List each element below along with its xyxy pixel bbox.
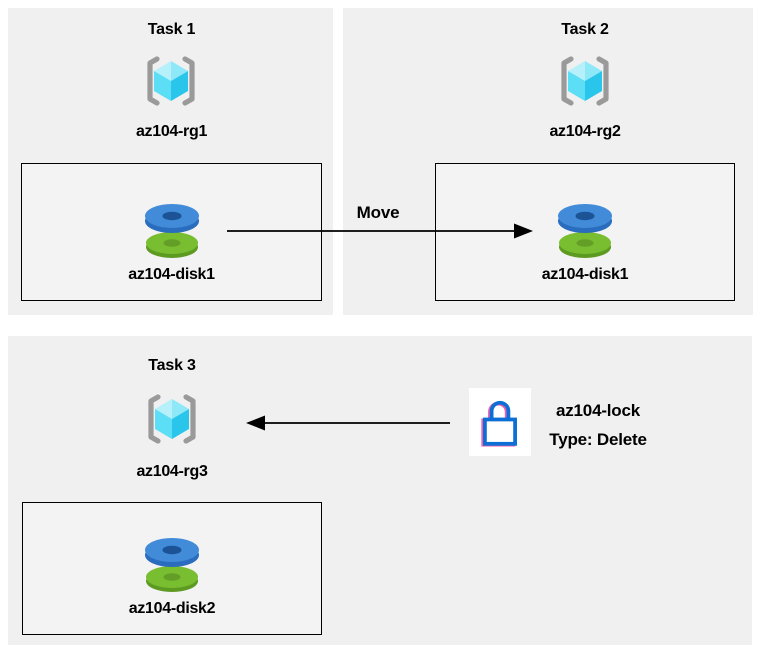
lock-name: az104-lock (556, 401, 640, 420)
lock-icon (481, 400, 517, 447)
lock-tile (469, 388, 531, 456)
resource-group-name: az104-rg1 (135, 123, 208, 140)
disk-name: az104-disk1 (128, 266, 215, 283)
task3-disk-box: az104-disk2 (22, 502, 322, 635)
resource-group-icon (148, 394, 196, 444)
disk-icon (144, 204, 199, 258)
resource-group-icon (147, 56, 195, 106)
disk-name: az104-disk1 (541, 266, 629, 283)
task1-title: Task 1 (147, 21, 196, 38)
lock-type: Type: Delete (549, 430, 647, 449)
task2-title: Task 2 (561, 21, 609, 38)
move-arrow-label: Move (356, 203, 400, 222)
disk-icon (145, 538, 199, 592)
task2-panel: Task 2 az104-rg2 az104-disk1 (343, 8, 753, 315)
task2-disk-box: az104-disk1 (435, 163, 735, 301)
disk-name: az104-disk2 (128, 600, 216, 617)
task1-panel: Task 1 az104-rg1 az104-disk1 (8, 8, 333, 315)
resource-group-icon (561, 56, 609, 106)
resource-group-name: az104-rg3 (136, 463, 208, 480)
resource-group-name: az104-rg2 (549, 123, 621, 140)
disk-icon (558, 204, 612, 258)
task3-title: Task 3 (148, 357, 196, 374)
task1-disk-box: az104-disk1 (21, 163, 322, 301)
lock-caption: az104-lock Type: Delete (537, 396, 659, 454)
task3-panel: Task 3 az104-rg3 az104-disk2 (8, 336, 752, 645)
